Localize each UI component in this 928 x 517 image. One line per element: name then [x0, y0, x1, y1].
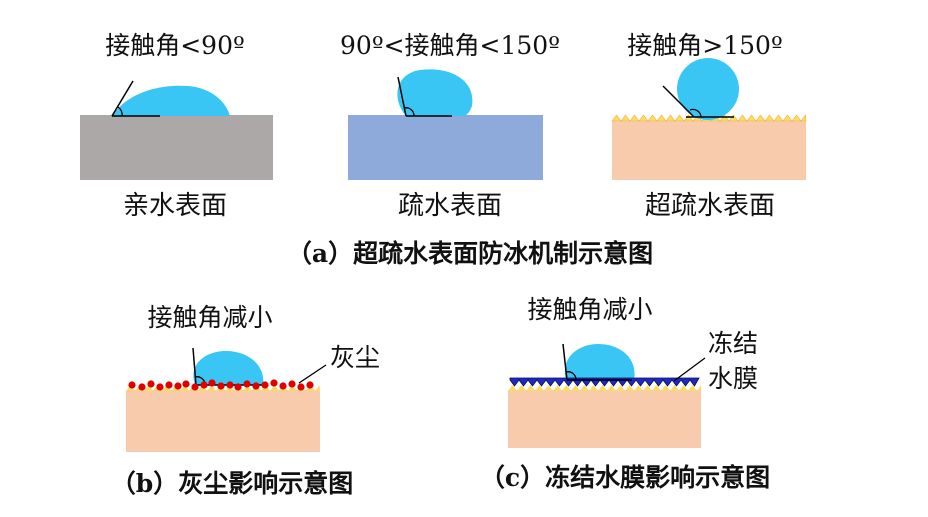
panel-c: 接触角减小 冻结 水膜 （c）冻结水膜影响示意图 — [480, 295, 770, 492]
dust-particle — [243, 380, 251, 388]
dust-particle — [200, 381, 208, 389]
dust-particle — [165, 381, 173, 389]
ice-film-leader-line — [673, 357, 706, 382]
dust-particle — [156, 383, 164, 391]
iced-surface — [508, 390, 701, 448]
angle-label-hydrophilic: 接触角<90º — [105, 31, 245, 60]
panel-a: 接触角<90º 亲水表面 90º<接触角<150º 疏水表面 接触角>150º … — [80, 31, 807, 268]
droplet-hydrophilic — [112, 85, 230, 116]
dust-particle — [252, 382, 260, 390]
dust-particle — [147, 380, 155, 388]
hydrophilic-surface — [80, 115, 273, 180]
dust-particle — [174, 382, 182, 390]
contact-angle-tangent — [111, 80, 134, 117]
dust-particle — [270, 379, 278, 387]
dust-leader-line — [298, 364, 327, 384]
droplet-dust — [193, 350, 264, 385]
superhydrophobic-surface — [612, 120, 806, 180]
contact-angle-tangent — [397, 76, 407, 117]
dust-particle — [279, 382, 287, 390]
angle-label-superhydrophobic: 接触角>150º — [627, 31, 782, 60]
dust-particle — [191, 383, 199, 391]
dust-particle — [234, 383, 242, 391]
contact-angle-arc — [689, 108, 702, 118]
dust-particle — [182, 380, 190, 388]
dust-particles — [128, 379, 314, 391]
angle-note-b: 接触角减小 — [147, 303, 272, 332]
dust-particle — [297, 383, 305, 391]
droplet-superhydrophobic — [677, 58, 739, 120]
hydrophobic-surface — [348, 115, 543, 180]
droplet-ice-film — [564, 344, 635, 380]
dust-particle — [288, 380, 296, 388]
ice-film-label-line2: 水膜 — [708, 364, 758, 393]
dust-particle — [226, 381, 234, 389]
dust-particle — [128, 381, 136, 389]
panel-b: 接触角减小 灰尘 （b）灰尘影响示意图 — [111, 303, 380, 498]
micro-structure-teeth — [508, 385, 701, 391]
dust-particle — [306, 381, 314, 389]
dust-particle — [208, 379, 216, 387]
dust-label: 灰尘 — [330, 343, 380, 372]
surface-label-superhydrophobic: 超疏水表面 — [645, 191, 775, 221]
surface-label-hydrophobic: 疏水表面 — [398, 191, 502, 221]
dust-particle — [217, 382, 225, 390]
angle-note-c: 接触角减小 — [527, 295, 652, 324]
contact-angle-tangent — [192, 347, 197, 386]
contact-angle-arc — [117, 106, 123, 117]
angle-label-hydrophobic: 90º<接触角<150º — [340, 31, 560, 60]
dust-particle — [138, 383, 146, 391]
caption-c: （c）冻结水膜影响示意图 — [480, 463, 770, 492]
dust-particle — [261, 381, 269, 389]
contact-angle-tangent — [662, 85, 695, 118]
ice-film-label-line1: 冻结 — [708, 329, 758, 358]
caption-a: （a）超疏水表面防冰机制示意图 — [287, 239, 653, 268]
contact-angle-tangent — [562, 343, 568, 381]
caption-b: （b）灰尘影响示意图 — [111, 469, 353, 498]
frozen-water-film — [509, 377, 700, 387]
droplet-hydrophobic — [397, 69, 473, 116]
contact-angle-arc — [403, 107, 415, 117]
contact-angle-arc — [565, 371, 577, 381]
surface-label-hydrophilic: 亲水表面 — [123, 191, 227, 221]
dusty-surface — [126, 390, 320, 452]
